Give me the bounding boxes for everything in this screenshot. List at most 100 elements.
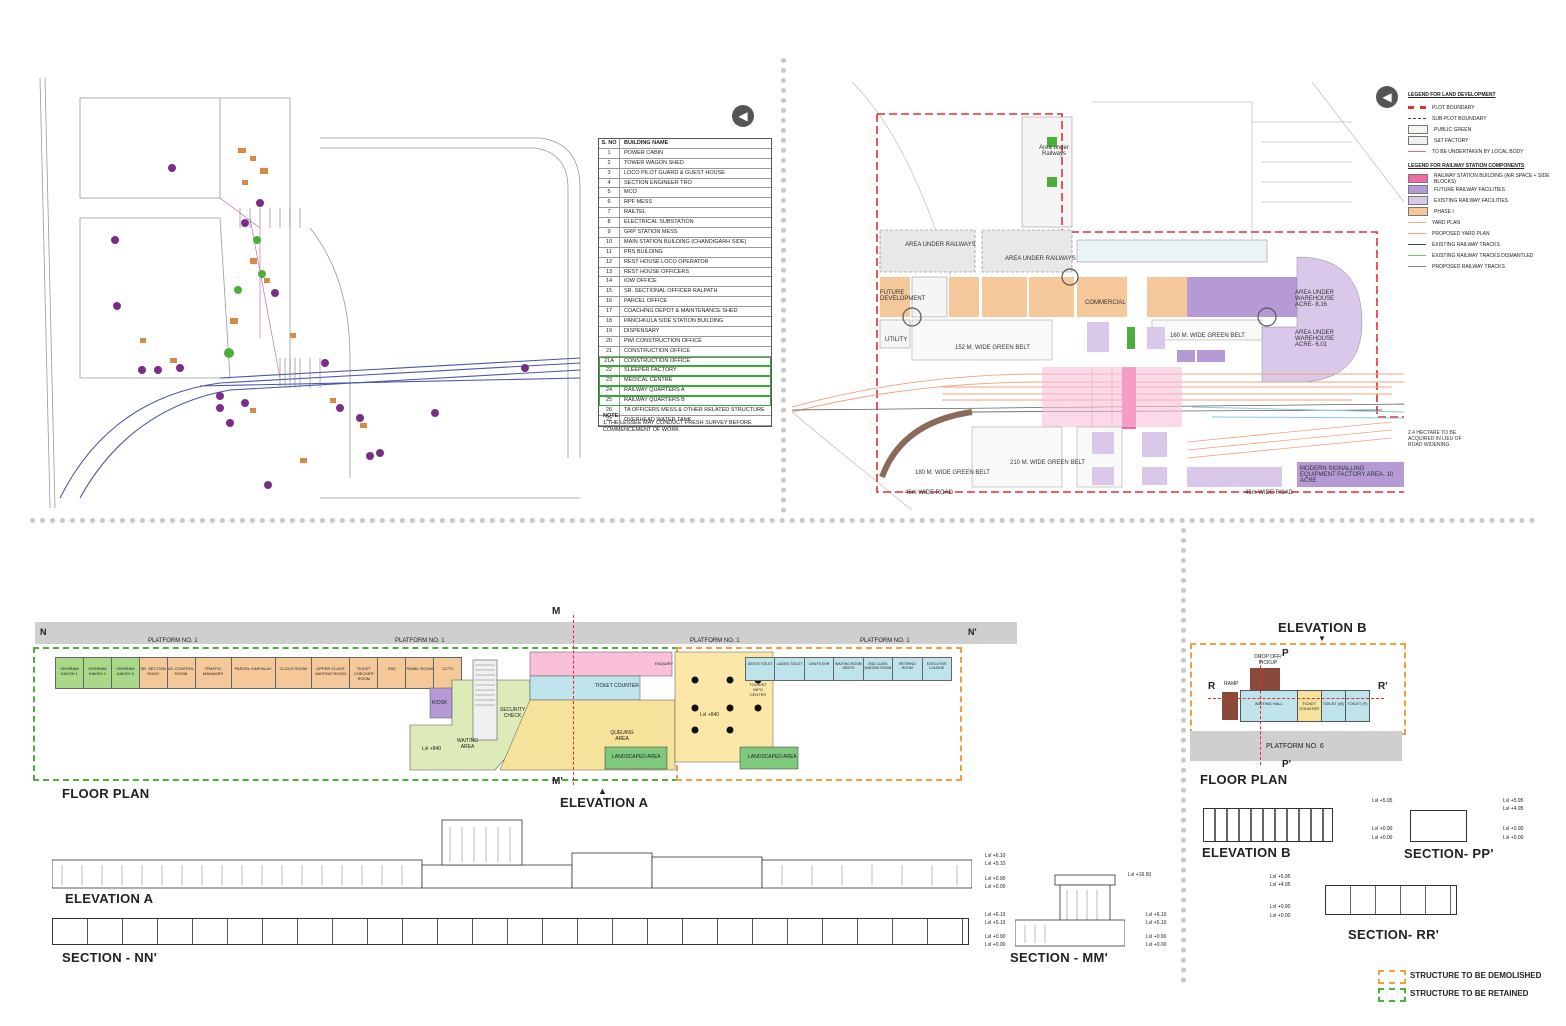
legend-land-title: LEGEND FOR LAND DEVELOPMENT	[1408, 92, 1496, 98]
key-demolish-swatch	[1378, 970, 1406, 984]
elevation-b-title: ELEVATION B	[1202, 845, 1291, 860]
north-arrow-icon: ◀	[732, 105, 754, 127]
legend-item: PHASE I	[1408, 206, 1558, 217]
label-green-belt-180: 180 M. WIDE GREEN BELT	[915, 470, 990, 476]
label-tourist: TOURIST INFO CENTER	[749, 682, 767, 697]
label-n-right: N'	[968, 627, 977, 637]
legend-swatch	[1408, 266, 1426, 267]
elev-a-lvl-090: Lvl +0.90	[985, 876, 1006, 882]
vertical-separator-top	[781, 58, 786, 513]
row-building-name: ELECTRICAL SUBSTATION	[624, 219, 694, 226]
label-warehouse-2: AREA UNDER WAREHOUSE ACRE- 6.01	[1295, 330, 1335, 348]
section-mm-lvl-510: Lvl +5.10	[1146, 920, 1167, 926]
table-row: 10 MAIN STATION BUILDING (CHANDIGARH SIDE…	[599, 237, 771, 248]
row-building-name: OVERHEAD WATER TANK	[624, 416, 692, 423]
elevation-a-title: ELEVATION A	[65, 891, 154, 906]
rr-lvl-595: Lvl +5.95	[1270, 874, 1291, 880]
section-mm-lvl-610: Lvl +6.10	[1146, 912, 1167, 918]
eb-ticket: TICKET COUNTER	[1297, 691, 1322, 721]
row-building-name: PANCHKULA SIDE STATION BUILDING	[624, 318, 724, 325]
eb-ramp	[1222, 692, 1238, 720]
label-security: SECURITY CHECK	[500, 707, 526, 719]
room-10: TICKET CHECKER ROOM	[350, 658, 379, 688]
row-building-name: SR. SECTIONAL OFFICER RALPATH	[624, 288, 718, 295]
platform-strip	[35, 622, 1017, 644]
room-3: VISHRAM KAKSH 3	[111, 658, 140, 688]
section-nn-lvl-610: Lvl +6.10	[985, 912, 1006, 918]
rooms-strip: VISHRAM KAKSH 1 VISHRAM KAKSH 2 VISHRAM …	[55, 657, 462, 689]
legend: LEGEND FOR LAND DEVELOPMENT PLOT BOUNDAR…	[1408, 90, 1558, 272]
elevation-a-marker: ▲	[598, 786, 607, 796]
label-platform-6: PLATFORM NO. 6	[1266, 743, 1324, 750]
right-room-5: 2ND CLASS WAITING ROOM	[864, 658, 894, 680]
row-number: 4	[599, 178, 620, 188]
legend-swatch	[1408, 136, 1428, 145]
label-landscaped-2: LANDSCAPED AREA	[748, 754, 797, 760]
legend-swatch	[1408, 222, 1426, 223]
row-building-name: MAIN STATION BUILDING (CHANDIGARH SIDE)	[624, 238, 747, 245]
legend-swatch	[1408, 125, 1428, 134]
label-area-railways-2: AREA UNDER RAILWAYS	[1005, 256, 1076, 262]
room-8: CLOCK ROOM	[275, 658, 312, 688]
label-kiosk: KIOSK	[432, 700, 448, 706]
legend-swatch	[1408, 151, 1426, 152]
rr-lvl-090: Lvl +0.90	[1270, 904, 1291, 910]
key-retain-label: STRUCTURE TO BE RETAINED	[1410, 989, 1529, 998]
legend-label: EXISTING RAILWAY TRACKS DISMANTLED	[1432, 252, 1534, 259]
legend-item: PUBLIC GREEN	[1408, 124, 1558, 135]
section-mm-drawing	[1015, 874, 1125, 947]
col-header-no: S. NO	[599, 139, 620, 148]
row-number: 19	[599, 326, 620, 336]
section-pp-drawing	[1410, 810, 1467, 842]
legend-station-title: LEGEND FOR RAILWAY STATION COMPONENTS	[1408, 163, 1525, 169]
key-demolish-label: STRUCTURE TO BE DEMOLISHED	[1410, 971, 1542, 980]
section-line-r	[1208, 698, 1384, 699]
row-number: 26	[599, 406, 620, 415]
platform-label-4: PLATFORM NO. 1	[860, 638, 910, 644]
eb-toilet-f: TOILET (F)	[1345, 691, 1369, 721]
platform-label-2: PLATFORM NO. 1	[395, 638, 445, 644]
eb-ramp-label: RAMP	[1224, 681, 1239, 687]
row-building-name: IOW OFFICE	[624, 278, 657, 285]
section-nn-lvl-090: Lvl +0.90	[985, 934, 1006, 940]
section-pp-title: SECTION- PP'	[1404, 846, 1494, 861]
platform-label-3: PLATFORM NO. 1	[690, 638, 740, 644]
eb-lvl-090: Lvl +0.90	[1372, 826, 1393, 832]
elevation-b-marker: ▼	[1318, 634, 1326, 643]
row-number: 18	[599, 317, 620, 326]
row-number: 2	[599, 158, 620, 168]
row-building-name: COACHING DEPOT & MAINTENANCE SHED	[624, 308, 738, 315]
legend-label: FUTURE RAILWAY FACILITIES	[1434, 186, 1505, 193]
section-line-p	[1260, 655, 1261, 765]
row-building-name: SECTION ENGINEER TRO	[624, 179, 692, 186]
row-number: 10	[599, 237, 620, 247]
row-building-name: RPF MESS	[624, 199, 653, 206]
room-5: AC CONTROL ROOM	[167, 658, 196, 688]
section-rr-drawing	[1325, 885, 1457, 915]
site-survey-map	[39, 78, 581, 508]
section-nn-lvl-510: Lvl +5.10	[985, 920, 1006, 926]
label-lvl-840b: Lvl +840	[700, 712, 720, 718]
label-road-45: 45m WIDE ROAD	[905, 490, 954, 496]
legend-swatch	[1408, 118, 1426, 119]
eb-waiting: WAITING HALL	[1241, 691, 1298, 721]
platform-6-strip	[1190, 731, 1402, 761]
legend-swatch	[1408, 196, 1428, 205]
right-rooms-strip: GENTS TOILET LADIES TOILET GENTS SHR WAI…	[745, 657, 952, 681]
col-header-name: BUILDING NAME	[624, 140, 669, 146]
label-green-belt-210: 210 M. WIDE GREEN BELT	[1010, 460, 1085, 466]
legend-label: PHASE I	[1434, 208, 1454, 215]
row-building-name: CONSTRUCTION OFFICE	[624, 347, 690, 354]
floor-plan-shapes	[409, 651, 799, 771]
legend-label: YARD PLAN	[1432, 219, 1460, 226]
